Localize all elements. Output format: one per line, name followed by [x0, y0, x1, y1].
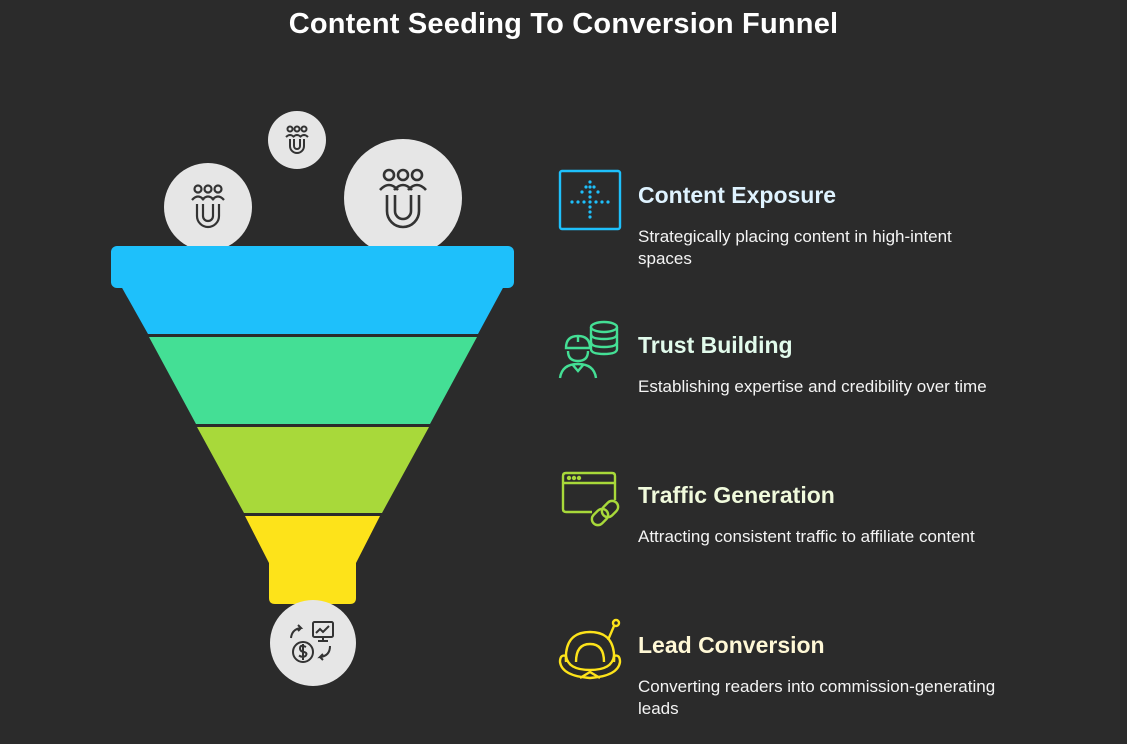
stage-heading: Content Exposure — [638, 182, 837, 208]
money-exchange-icon — [270, 600, 356, 686]
browser-link-icon — [561, 471, 620, 527]
stage-heading: Traffic Generation — [638, 482, 835, 508]
funnel-stage-1 — [121, 286, 504, 334]
stage-description: Strategically placing content in high-in… — [638, 227, 952, 268]
audience-magnet-icon — [344, 139, 462, 257]
helmet-lightbulb-icon — [558, 618, 622, 680]
funnel-stage-2 — [149, 337, 477, 424]
funnel-rim — [111, 246, 514, 288]
audience-magnet-icon — [268, 111, 326, 169]
funnel-stage-4 — [245, 516, 380, 604]
stage-heading: Lead Conversion — [638, 632, 825, 658]
worker-database-icon — [558, 320, 619, 379]
stage-description: Converting readers into commission-gener… — [638, 677, 996, 718]
audience-magnet-icon — [164, 163, 252, 251]
page-title: Content Seeding To Conversion Funnel — [288, 8, 839, 40]
stage-description: Attracting consistent traffic to affilia… — [638, 527, 975, 546]
stage-heading: Trust Building — [638, 332, 793, 358]
dotted-arrow-icon — [558, 169, 622, 231]
stage-description: Establishing expertise and credibility o… — [638, 377, 987, 396]
funnel-stage-3 — [197, 427, 429, 513]
